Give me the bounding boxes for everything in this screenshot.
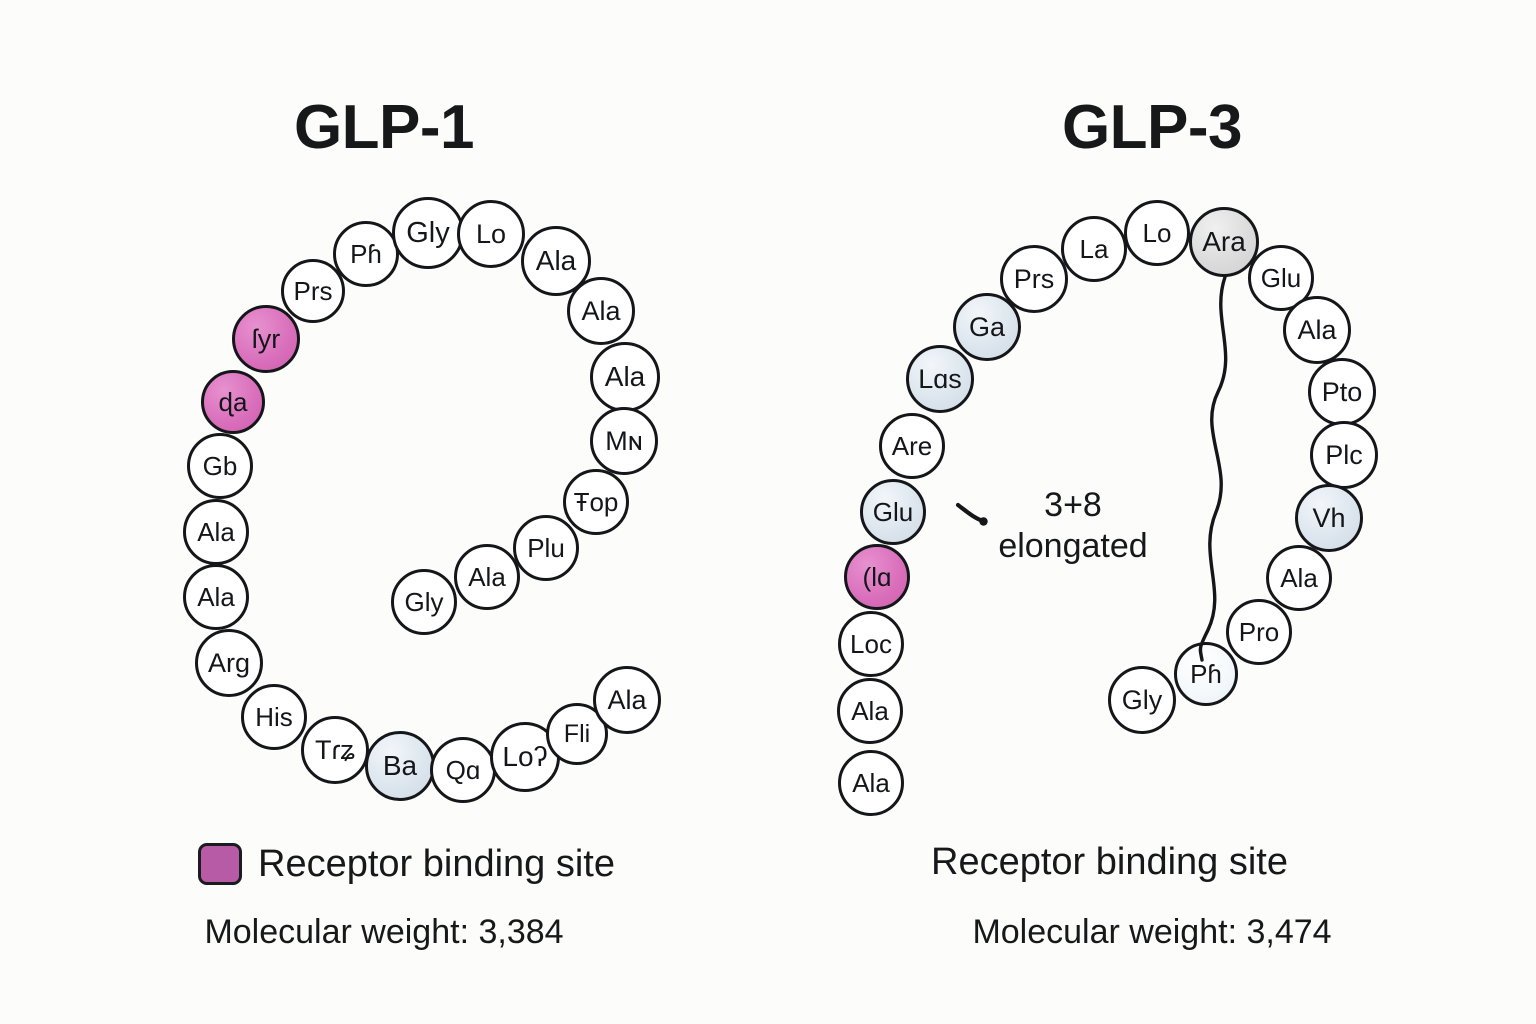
page-title-glp1: GLP-1 [293, 92, 475, 162]
residue-glp1-19: Tɾʑ [301, 716, 369, 784]
residue-glp3-8: Vh [1295, 484, 1363, 552]
residue-glp3-14: Lɑs [906, 345, 974, 413]
residue-glp3-10: Pro [1226, 599, 1292, 665]
residue-glp1-1: Pɦ [333, 221, 399, 287]
residue-glp3-3: Ara [1189, 207, 1259, 277]
residue-glp3-6: Pto [1308, 358, 1376, 426]
residue-glp1-0: Prs [281, 259, 345, 323]
molecular-weight-glp1: Molecular weight: 3,384 [204, 913, 564, 951]
residue-glp1-20: Ba [365, 731, 435, 801]
residue-glp3-1: La [1061, 216, 1127, 282]
legend-label-glp3: Receptor binding site [931, 841, 1288, 883]
legend-label-glp1: Receptor binding site [258, 843, 615, 885]
legend-glp1: Receptor binding site [198, 843, 615, 885]
residue-glp3-5: Ala [1283, 296, 1351, 364]
residue-glp1-17: Arg [195, 629, 263, 697]
residue-glp1-21: Qɑ [430, 737, 496, 803]
elongation-annotation: 3+8 elongated [998, 486, 1148, 565]
residue-glp3-18: Loc [838, 611, 904, 677]
residue-glp3-20: Ala [838, 750, 904, 816]
residue-glp3-12: Gly [1108, 666, 1176, 734]
residue-glp1-15: Ala [183, 499, 249, 565]
residue-glp3-17: (lɑ [844, 544, 910, 610]
residue-glp1-16: Ala [183, 564, 249, 630]
residue-glp1-4: Ala [521, 226, 591, 296]
residue-glp1-24: Ala [593, 666, 661, 734]
residue-glp1-13: ɖa [201, 370, 265, 434]
receptor-binding-swatch-icon [198, 843, 242, 885]
residue-glp3-0: Prs [1000, 245, 1068, 313]
residue-glp1-5: Ala [567, 277, 635, 345]
residue-glp1-10: Ala [454, 544, 520, 610]
page-title-glp3: GLP-3 [1061, 92, 1243, 162]
residue-glp3-11: Pɦ [1174, 642, 1238, 706]
molecular-weight-glp3: Molecular weight: 3,474 [972, 913, 1332, 951]
residue-glp1-12: ſyr [232, 305, 300, 373]
residue-glp1-9: Plu [513, 515, 579, 581]
residue-glp3-13: Ga [953, 293, 1021, 361]
residue-glp3-9: Ala [1266, 545, 1332, 611]
residue-glp1-7: Mɴ [590, 407, 658, 475]
residue-glp3-16: Glu [860, 479, 926, 545]
legend-glp3: Receptor binding site [931, 843, 1288, 881]
residue-glp1-14: Gb [187, 433, 253, 499]
residue-glp3-15: Are [879, 413, 945, 479]
residue-glp1-8: Ŧop [563, 469, 629, 535]
residue-glp3-19: Ala [837, 678, 903, 744]
residue-glp1-18: His [241, 684, 307, 750]
residue-glp1-11: Gly [391, 569, 457, 635]
residue-glp1-2: Gly [392, 197, 464, 269]
residue-glp3-7: Plc [1310, 421, 1378, 489]
residue-glp3-2: Lo [1124, 200, 1190, 266]
residue-glp1-22: Loʔ [490, 722, 560, 792]
residue-glp1-3: Lo [457, 200, 525, 268]
residue-glp1-6: Ala [590, 342, 660, 412]
